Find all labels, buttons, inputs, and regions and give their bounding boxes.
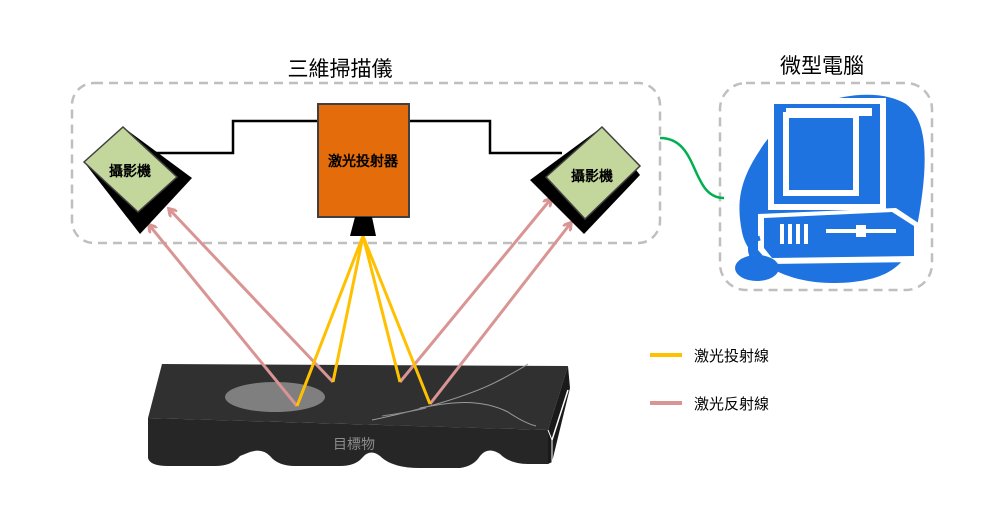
computer-icon (735, 94, 925, 284)
computer-boundary (718, 81, 934, 292)
reflected-lines (150, 200, 570, 407)
scanner-boundary (70, 81, 662, 245)
projector-label: 激光投射器 (328, 153, 399, 170)
computer-title: 微型電腦 (780, 54, 864, 78)
legend-label-projected: 激光投射線 (694, 347, 769, 365)
target-object (148, 363, 570, 468)
camera-left (82, 125, 192, 234)
wire-right (410, 119, 562, 155)
projected-lines (295, 235, 432, 407)
camera-left-label: 攝影機 (109, 163, 151, 180)
legend-label-reflected: 激光反射線 (694, 395, 769, 413)
laser-projector (317, 103, 410, 236)
object-highlight (225, 382, 325, 412)
wire-left (152, 119, 318, 155)
camera-right-label: 攝影機 (571, 168, 613, 185)
computer-link (659, 136, 725, 200)
scanner-title: 三維掃描儀 (288, 57, 393, 81)
camera-right (530, 125, 642, 234)
target-label: 目標物 (333, 437, 375, 453)
legend: 激光投射線 激光反射線 (650, 347, 769, 413)
